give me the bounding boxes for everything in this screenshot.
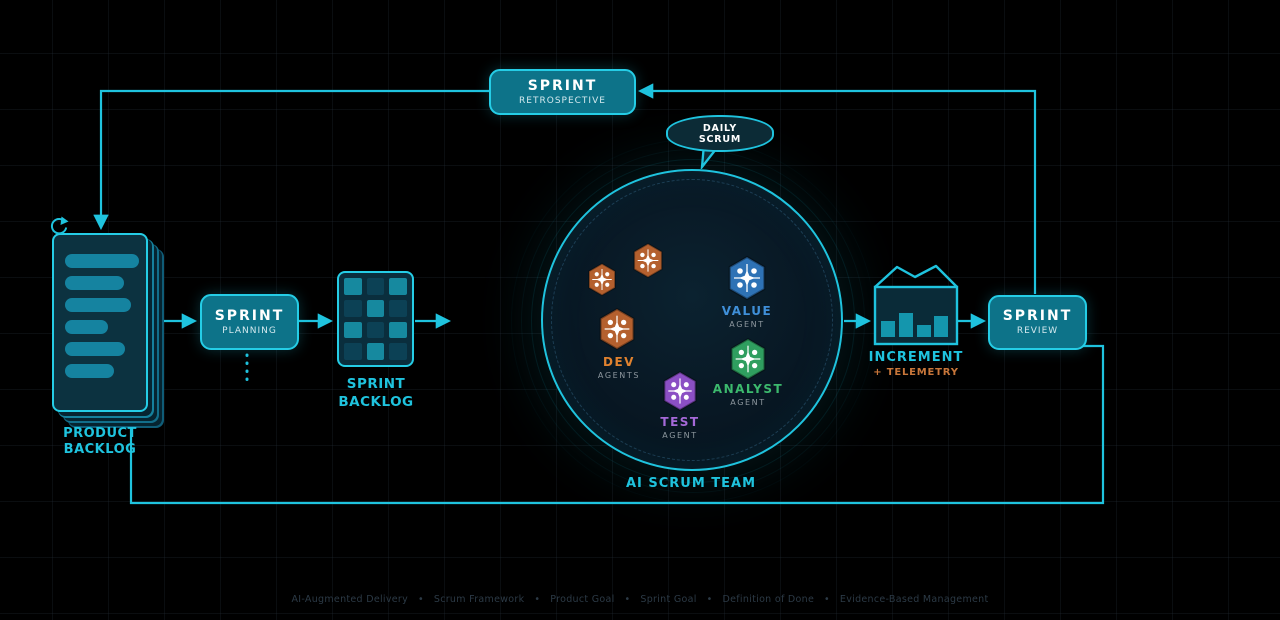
ai-scrum-team-circle — [541, 169, 843, 471]
sprint-backlog-cell — [344, 278, 362, 295]
backlog-item-bar — [65, 342, 125, 356]
sprint-backlog-cell — [366, 278, 385, 295]
sprint-backlog-cell — [366, 321, 385, 339]
daily-scrum-bubble: DAILY SCRUM — [666, 115, 774, 152]
node-sprint-review: SPRINT REVIEW — [988, 295, 1087, 350]
sprint-backlog-cell — [366, 299, 385, 317]
increment-bar — [881, 321, 895, 337]
analyst-agent-name: ANALYST — [712, 382, 784, 396]
increment-package-icon — [873, 264, 959, 346]
increment-label: INCREMENT — [868, 350, 964, 365]
sprint-backlog-cell — [344, 321, 362, 339]
product-backlog-card — [52, 233, 148, 412]
daily-scrum-line1: DAILY — [702, 122, 738, 134]
dev-agents-label: DEV AGENTS — [574, 356, 664, 382]
refresh-icon — [50, 216, 69, 235]
increment-bar — [917, 325, 931, 337]
review-title: SPRINT — [1002, 308, 1073, 324]
backlog-item-bar — [65, 276, 124, 290]
sprint-backlog-cell — [366, 343, 385, 360]
dev-agent-hexagon-icon — [588, 262, 616, 297]
increment-bar — [934, 316, 948, 337]
dev-agents-name: DEV — [603, 355, 635, 369]
sprint-backlog-cell — [389, 278, 407, 295]
node-sprint-retrospective: SPRINT RETROSPECTIVE — [489, 69, 636, 115]
test-agent-role: AGENT — [662, 431, 698, 440]
product-backlog-line2: BACKLOG — [63, 442, 137, 457]
sprint-backlog-cell — [389, 321, 407, 339]
arrow-review-to-retrospective — [637, 83, 1037, 294]
retrospective-title: SPRINT — [527, 77, 598, 94]
test-agent-label: TEST AGENT — [635, 416, 725, 442]
sprint-backlog-line2: BACKLOG — [338, 394, 414, 410]
dev-agents-role: AGENTS — [597, 371, 641, 380]
backlog-item-bar — [65, 254, 139, 268]
daily-scrum-line2: SCRUM — [698, 133, 742, 145]
arrow-review-feedback-to-backlog — [123, 344, 1105, 505]
sprint-backlog-cell — [389, 343, 407, 360]
backlog-item-bar — [65, 298, 131, 312]
review-subtitle: REVIEW — [1016, 326, 1059, 336]
footer-tagline: AI-Augmented Delivery • Scrum Framework … — [291, 594, 989, 605]
value-agent-name: VALUE — [721, 304, 773, 318]
test-agent-hexagon-icon — [663, 370, 697, 412]
analyst-agent-hexagon-icon — [730, 337, 766, 381]
backlog-item-bar — [65, 320, 108, 334]
sprint-backlog-grid — [337, 271, 414, 367]
sprint-backlog-cell — [344, 299, 362, 317]
value-agent-label: VALUE AGENT — [702, 305, 792, 331]
arrow-retrospective-to-product-backlog — [93, 89, 489, 231]
sprint-backlog-cell — [344, 343, 362, 360]
planning-title: SPRINT — [214, 307, 285, 324]
dev-agent-hexagon-icon — [599, 307, 635, 351]
dev-agent-hexagon-icon — [633, 242, 663, 279]
analyst-agent-role: AGENT — [730, 398, 766, 407]
sprint-backlog-line1: SPRINT — [346, 376, 406, 392]
planning-subtitle: PLANNING — [222, 325, 277, 336]
value-agent-role: AGENT — [729, 320, 765, 329]
ai-scrum-team-label: AI SCRUM TEAM — [625, 476, 757, 491]
product-backlog-label: PRODUCT BACKLOG — [40, 426, 160, 458]
test-agent-name: TEST — [660, 415, 700, 429]
value-agent-hexagon-icon — [728, 255, 766, 301]
analyst-agent-label: ANALYST AGENT — [703, 383, 793, 409]
retrospective-subtitle: RETROSPECTIVE — [519, 95, 606, 106]
increment-bar — [899, 313, 913, 337]
sprint-backlog-label: SPRINT BACKLOG — [316, 375, 436, 411]
backlog-item-bar — [65, 364, 114, 378]
telemetry-label: + TELEMETRY — [873, 367, 959, 378]
product-backlog-line1: PRODUCT — [63, 426, 137, 441]
node-sprint-planning: SPRINT PLANNING — [200, 294, 299, 350]
sprint-backlog-cell — [389, 299, 407, 317]
